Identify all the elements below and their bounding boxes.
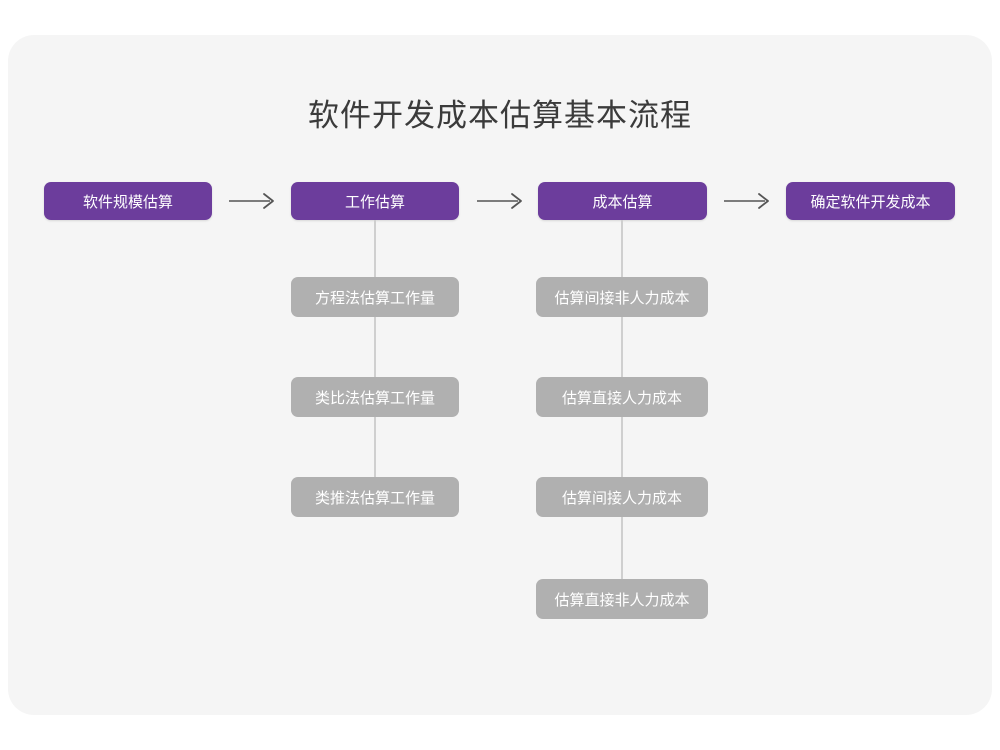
sub-node-analogy-method-effort[interactable]: 类比法估算工作量 <box>291 377 459 417</box>
stage-node-cost-estimation[interactable]: 成本估算 <box>538 182 707 220</box>
stage-node-label: 工作估算 <box>344 193 405 211</box>
sub-node-label: 估算直接非人力成本 <box>554 591 690 609</box>
diagram-card <box>8 35 992 715</box>
branch-connector-effort <box>374 220 376 480</box>
sub-node-label: 估算间接非人力成本 <box>554 289 690 307</box>
sub-node-label: 类比法估算工作量 <box>314 389 435 407</box>
sub-node-direct-labor-cost[interactable]: 估算直接人力成本 <box>536 377 708 417</box>
page-title: 软件开发成本估算基本流程 <box>308 98 692 133</box>
sub-node-label: 方程法估算工作量 <box>314 289 435 307</box>
stage-node-label: 软件规模估算 <box>82 193 173 211</box>
sub-node-label: 估算直接人力成本 <box>561 389 682 407</box>
stage-node-label: 成本估算 <box>592 193 653 211</box>
right-arrow-icon <box>476 190 526 212</box>
stage-node-effort-estimation[interactable]: 工作估算 <box>291 182 459 220</box>
stage-node-label: 确定软件开发成本 <box>810 193 931 211</box>
stage-node-software-scale-estimation[interactable]: 软件规模估算 <box>44 182 212 220</box>
right-arrow-icon <box>723 190 773 212</box>
stage-node-determine-development-cost[interactable]: 确定软件开发成本 <box>786 182 955 220</box>
sub-node-label: 类推法估算工作量 <box>314 489 435 507</box>
sub-node-label: 估算间接人力成本 <box>561 489 682 507</box>
right-arrow-icon <box>228 190 278 212</box>
sub-node-equation-method-effort[interactable]: 方程法估算工作量 <box>291 277 459 317</box>
sub-node-inference-method-effort[interactable]: 类推法估算工作量 <box>291 477 459 517</box>
sub-node-indirect-nonlabor-cost[interactable]: 估算间接非人力成本 <box>536 277 708 317</box>
sub-node-indirect-labor-cost[interactable]: 估算间接人力成本 <box>536 477 708 517</box>
sub-node-direct-nonlabor-cost[interactable]: 估算直接非人力成本 <box>536 579 708 619</box>
